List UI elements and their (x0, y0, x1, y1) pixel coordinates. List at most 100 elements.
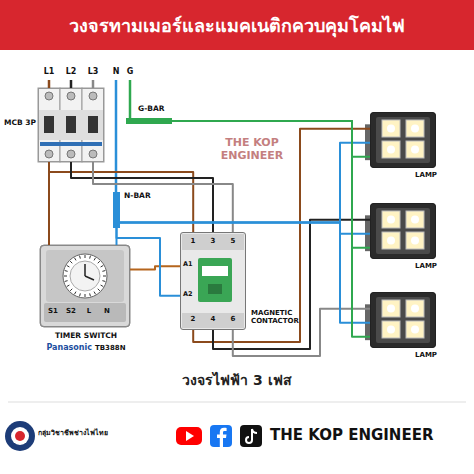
group-logo (11, 427, 29, 445)
timer-switch (40, 245, 130, 327)
timer-switch (70, 261, 100, 291)
mcb-breaker (89, 92, 97, 100)
terminal-label: N (108, 67, 124, 76)
mcb-breaker (66, 116, 76, 133)
led-chip (411, 237, 419, 245)
timer-switch (44, 303, 126, 322)
dial-tick (102, 270, 105, 272)
mcb-breaker (89, 150, 97, 158)
wire (117, 228, 181, 296)
dial-tick (102, 280, 105, 282)
dial-tick (67, 266, 70, 268)
pin-label: 3 (206, 237, 220, 245)
magnetic-contactor (180, 232, 246, 330)
pin-label: 4 (206, 315, 220, 323)
pin-label: N (100, 307, 114, 315)
group-name: กลุ่มวิชาชีพช่างไฟไทย (38, 429, 134, 437)
pin-label: S2 (63, 307, 79, 315)
mcb-breaker (45, 150, 53, 158)
terminal-label: L1 (39, 67, 59, 76)
lamp-body (370, 292, 436, 348)
mcb-breaker (67, 150, 75, 158)
brand-text: THE KOP ENGINEER (270, 427, 470, 444)
lamp-box: LAMP (370, 292, 436, 348)
timer-switch (63, 254, 107, 298)
youtube-icon (176, 427, 202, 445)
dial-tick (75, 292, 77, 295)
led-chip (387, 125, 395, 133)
dial-tick (65, 280, 68, 282)
supply-wire (49, 80, 130, 192)
supply-wire (48, 80, 51, 88)
group-logo (15, 431, 25, 441)
facebook-icon (210, 425, 232, 447)
led-chip (387, 326, 395, 334)
wire (48, 162, 50, 245)
lamp-label: LAMP (401, 262, 437, 270)
led-chip (406, 211, 424, 228)
mcb-breaker (38, 88, 104, 162)
lamp-face (376, 117, 430, 163)
dial-tick (85, 294, 86, 297)
led-chip (387, 146, 395, 154)
dial-tick (75, 258, 77, 261)
group-logo (5, 421, 35, 451)
pin-label: 2 (186, 315, 200, 323)
magnetic-contactor (202, 266, 228, 276)
dial-tick (94, 258, 96, 261)
magnetic-contactor (182, 313, 244, 328)
led-chip (406, 300, 424, 317)
led-chip (411, 326, 419, 334)
pin-label: 1 (186, 237, 200, 245)
led-chip (387, 305, 395, 313)
dial-tick (101, 266, 104, 268)
footer-rule (8, 402, 466, 403)
mcb-breaker (45, 92, 53, 100)
supply-wire (115, 80, 118, 192)
led-chip (387, 216, 395, 224)
led-chip (411, 125, 419, 133)
wire (193, 129, 370, 342)
dial-tick (98, 261, 100, 263)
pin-label: A1 (183, 261, 197, 268)
youtube-icon (176, 427, 202, 445)
lamp-face (376, 297, 430, 343)
dial-tick (103, 276, 106, 277)
wire (233, 309, 370, 356)
magnetic-contactor (208, 284, 222, 294)
pin-label: L (82, 307, 96, 315)
led-chip (387, 237, 395, 245)
dial-tick (70, 289, 72, 291)
mcb-breaker (40, 142, 102, 146)
led-chip (406, 141, 424, 158)
dial-tick (64, 276, 67, 277)
dial-tick (94, 292, 96, 295)
led-chip (406, 120, 424, 137)
footer-rule (8, 402, 466, 403)
led-chip (382, 300, 400, 317)
wire (93, 162, 233, 232)
flood-lamp (365, 112, 436, 348)
pin-label: 5 (226, 237, 240, 245)
title-text: วงจรทามเมอร์และแมคเนติกควบคุมโคมไฟ (0, 0, 474, 50)
bar-label: N-BAR (124, 192, 160, 201)
timer-switch (64, 255, 106, 297)
mcb-box: MCB 3P (38, 88, 104, 162)
terminal-label: G (122, 67, 138, 76)
led-chip (411, 305, 419, 313)
mcb-breaker (44, 116, 54, 133)
dial-tick (79, 256, 81, 259)
bar-label: G-BAR (138, 105, 174, 114)
timer-switch (46, 250, 124, 302)
led-chip (382, 232, 400, 249)
supply-wire (129, 80, 132, 118)
device-label: MCB 3P (2, 119, 36, 128)
lamp-body (370, 203, 436, 259)
dial-tick (98, 289, 100, 291)
dial-tick (89, 256, 91, 259)
watermark: THE KOP ENGINEER (214, 137, 290, 162)
tiktok-icon (240, 425, 262, 447)
dial-tick (67, 285, 70, 287)
dial-tick (79, 293, 81, 296)
